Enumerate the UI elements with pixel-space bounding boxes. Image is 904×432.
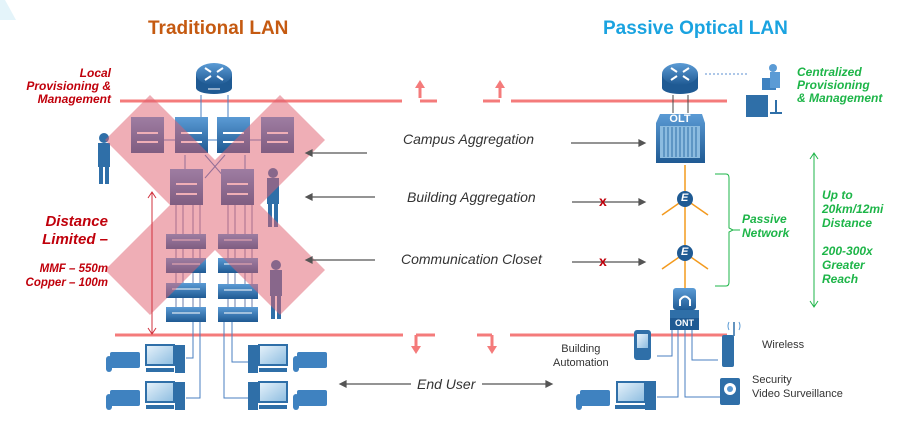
reach-note: Up to 20km/12mi Distance 200-300x Greate… — [822, 188, 883, 286]
ip-phone-icon — [106, 390, 140, 410]
ont-device — [670, 288, 699, 330]
label-line: Security — [752, 374, 792, 386]
core-router — [196, 63, 232, 94]
admin-workstation-icon — [746, 64, 782, 117]
note-line: Network — [742, 226, 790, 240]
desktop-pc-icon — [615, 381, 656, 410]
distance-values-note: MMF – 550m Copper – 100m — [10, 262, 108, 290]
handheld-device-icon — [634, 330, 651, 360]
passive-optical-lan-title: Passive Optical LAN — [603, 18, 788, 39]
note-line: Passive — [742, 212, 787, 226]
ip-phone-icon — [576, 390, 610, 410]
building-automation-label: Building Automation — [553, 342, 609, 370]
ip-phone-icon — [293, 390, 327, 410]
wireless-access-point-icon — [722, 321, 741, 367]
note-line: 20km/12mi — [822, 202, 884, 216]
campus-aggregation-label: Campus Aggregation — [403, 131, 535, 147]
distance-limit-arrow — [147, 191, 157, 335]
distance-limited-note: Distance Limited – — [10, 213, 108, 249]
note-line: & Management — [797, 91, 883, 105]
eliminated-x-overlay — [105, 95, 325, 315]
note-line: Provisioning & — [26, 79, 111, 93]
security-video-label: Security Video Surveillance — [752, 373, 843, 401]
olt-label: OLT — [669, 113, 691, 125]
down-arrow-icon — [411, 346, 421, 354]
fiber-tree — [661, 165, 709, 288]
label-line: Video Surveillance — [752, 388, 843, 400]
note-spacer — [822, 230, 883, 244]
splitter-icon — [677, 245, 693, 261]
note-line: Distance — [45, 213, 108, 230]
center-arrows — [304, 139, 647, 388]
note-line: Limited – — [42, 231, 108, 248]
end-user-label: End User — [417, 376, 476, 392]
technician-person-icon — [98, 133, 110, 184]
mmf-limit: MMF – 550m — [39, 263, 108, 275]
ip-phone-icon — [293, 352, 327, 372]
olt-device — [656, 114, 705, 163]
traditional-lan-title: Traditional LAN — [148, 18, 289, 39]
bottom-boundary — [115, 333, 727, 348]
note-line: Management — [37, 92, 111, 106]
splitter-label: E — [681, 192, 689, 204]
up-arrow-icon — [415, 80, 425, 88]
building-aggregation-label: Building Aggregation — [407, 189, 536, 205]
eliminated-x-icon: x — [599, 253, 607, 269]
desktop-pc-icon — [248, 344, 288, 373]
note-line: Centralized — [797, 65, 862, 79]
splitter-icon — [677, 191, 693, 207]
desktop-pc-icon — [145, 344, 185, 373]
top-boundary — [120, 86, 727, 103]
end-user-cabling — [186, 322, 248, 399]
communication-closet-label: Communication Closet — [401, 251, 542, 267]
eliminated-x-icon: x — [599, 193, 607, 209]
note-line: Local — [79, 66, 111, 80]
note-line: Greater — [822, 258, 865, 272]
note-line: Reach — [822, 272, 859, 286]
down-arrow-icon — [487, 346, 497, 354]
security-camera-icon — [720, 378, 740, 405]
copper-limit: Copper – 100m — [25, 277, 108, 289]
centralized-provisioning-note: Centralized Provisioning & Management — [797, 66, 882, 105]
passive-network-brace — [715, 173, 735, 287]
local-provisioning-note: Local Provisioning & Management — [18, 67, 111, 106]
splitter-label: E — [681, 246, 689, 258]
wireless-label: Wireless — [762, 339, 805, 351]
ont-cabling — [657, 330, 720, 398]
up-arrow-icon — [495, 80, 505, 88]
label-line: Building — [561, 343, 601, 355]
corner-decoration — [0, 0, 16, 20]
label-line: Automation — [553, 357, 609, 369]
reach-arrow — [809, 152, 819, 308]
note-line: Provisioning — [797, 78, 870, 92]
note-line: 200-300x — [822, 244, 873, 258]
desktop-pc-icon — [248, 381, 288, 410]
ip-phone-icon — [106, 352, 140, 372]
note-line: Distance — [822, 216, 873, 230]
ont-label: ONT — [675, 318, 694, 328]
pon-router — [662, 63, 698, 113]
passive-network-note: Passive Network — [742, 212, 789, 240]
note-line: Up to — [822, 188, 853, 202]
desktop-pc-icon — [145, 381, 185, 410]
